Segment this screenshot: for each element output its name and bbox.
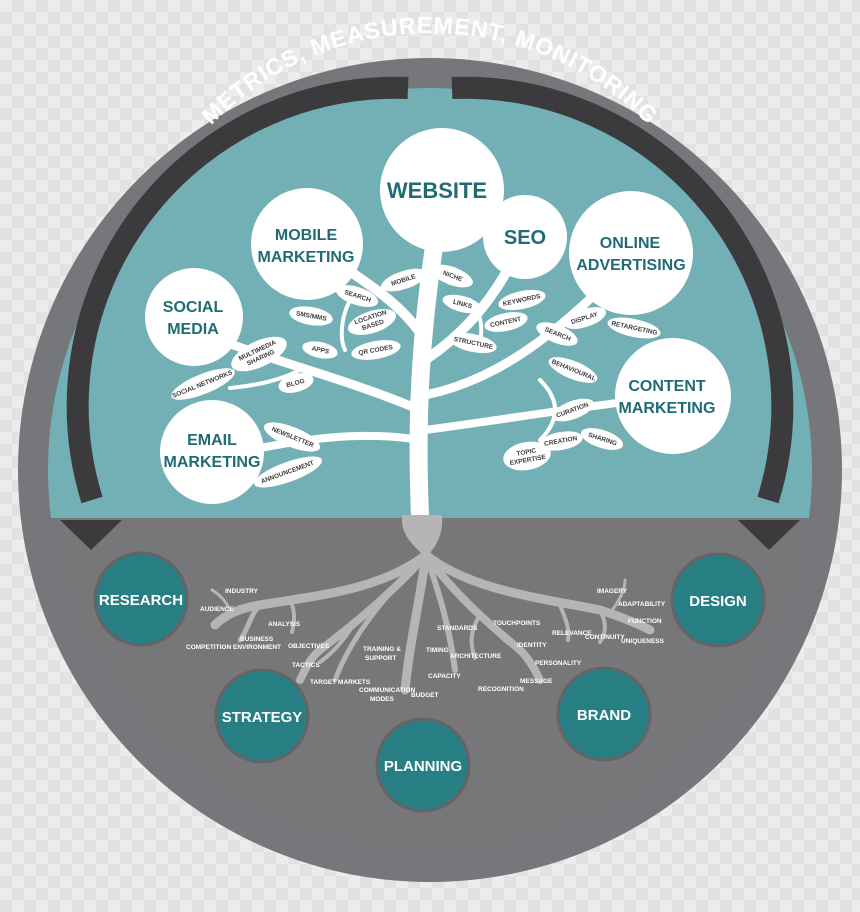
root-touchpoints: TOUCHPOINTS — [493, 620, 541, 627]
foundation-research: RESEARCH — [99, 592, 183, 609]
arrow-left-icon — [60, 76, 409, 550]
root-communication-2: MODES — [370, 696, 395, 703]
root-business-2: ENVIRONMENT — [233, 644, 281, 651]
root-objectives: OBJECTIVES — [288, 643, 330, 650]
leaf-links: LINKS — [452, 299, 473, 311]
tree-leaves — [171, 264, 661, 488]
root-training-1: TRAINING & — [363, 646, 401, 653]
foundation-design: DESIGN — [689, 593, 747, 610]
root-architecture: ARCHITECTURE — [450, 653, 502, 660]
root-continuity: CONTINUITY — [585, 634, 625, 641]
root-relevance: RELEVANCE — [552, 630, 592, 637]
branch-mobile-1: MOBILE — [275, 227, 338, 244]
branch-online-2: ADVERTISING — [576, 257, 685, 274]
root-function: FUNCTION — [628, 618, 662, 625]
mobile-marketing-circle — [251, 188, 363, 300]
branch-website: WEBSITE — [387, 178, 487, 203]
root-budget: BUDGET — [411, 692, 438, 699]
social-media-circle — [145, 268, 243, 366]
branch-content-1: CONTENT — [628, 378, 706, 395]
branch-content-2: MARKETING — [619, 400, 716, 417]
content-marketing-circle — [615, 338, 731, 454]
root-personality: PERSONALITY — [535, 660, 582, 667]
leaf-topic-expertise-1: TOPIC — [516, 447, 537, 457]
email-marketing-circle — [160, 400, 264, 504]
root-business-1: BUSINESS — [240, 636, 274, 643]
arrow-right-icon — [451, 76, 800, 550]
root-industry: INDUSTRY — [225, 588, 259, 595]
brand-circle — [556, 666, 652, 762]
root-standards: STANDARDS — [437, 625, 478, 632]
root-uniqueness: UNIQUENESS — [621, 638, 665, 645]
branch-mobile-2: MARKETING — [258, 249, 355, 266]
root-audience: AUDIENCE — [200, 606, 235, 613]
root-target-markets: TARGET MARKETS — [310, 679, 371, 686]
website-circle — [380, 128, 504, 252]
planning-circle — [375, 717, 471, 813]
root-capacity: CAPACITY — [428, 673, 461, 680]
branch-email-2: MARKETING — [164, 454, 261, 471]
research-circle — [93, 551, 189, 647]
branch-seo: SEO — [504, 227, 546, 249]
strategy-circle — [214, 668, 310, 764]
root-adaptability: ADAPTABILITY — [618, 601, 666, 608]
root-timing: TIMING — [426, 647, 449, 654]
root-competition: COMPETITION — [186, 644, 231, 651]
root-analysis: ANALYSIS — [268, 621, 301, 628]
root-training-2: SUPPORT — [365, 655, 396, 662]
trunk-base — [401, 515, 443, 560]
foundation-strategy: STRATEGY — [222, 709, 303, 726]
branch-social-1: SOCIAL — [163, 299, 224, 316]
leaf-apps: APPS — [311, 345, 330, 356]
branch-email-1: EMAIL — [187, 432, 237, 449]
root-identity: IDENTITY — [517, 642, 547, 649]
branch-social-2: MEDIA — [167, 321, 219, 338]
branch-online-1: ONLINE — [600, 235, 661, 252]
root-communication-1: COMMUNICATION — [359, 687, 416, 694]
tree-roots — [210, 550, 655, 695]
design-circle — [670, 552, 766, 648]
root-tactics: TACTICS — [292, 662, 320, 669]
root-imagery: IMAGERY — [597, 588, 628, 595]
leaf-blog: BLOG — [286, 378, 306, 390]
root-message: MESSAGE — [520, 678, 553, 685]
foundation-brand: BRAND — [577, 707, 631, 724]
foundation-planning: PLANNING — [384, 758, 462, 775]
online-advertising-circle — [569, 191, 693, 315]
seo-circle — [483, 195, 567, 279]
root-recognition: RECOGNITION — [478, 686, 524, 693]
